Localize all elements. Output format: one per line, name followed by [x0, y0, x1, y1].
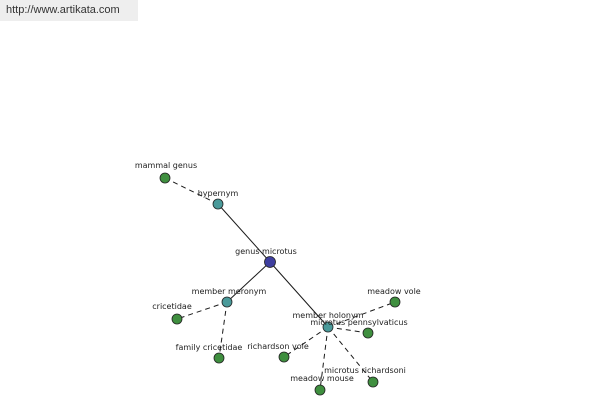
edge-genus-microtus-to-hypernym [217, 203, 271, 263]
node-label-microtus-richardsoni: microtus richardsoni [324, 366, 406, 375]
edge-member-holonym-to-meadow-mouse [319, 326, 329, 391]
node-richardson-vole[interactable]: richardson vole [247, 342, 309, 363]
node-microtus-richardsoni[interactable]: microtus richardsoni [324, 366, 406, 388]
node-dot-meadow-mouse[interactable] [314, 384, 326, 396]
node-dot-mammal-genus[interactable] [159, 172, 171, 184]
node-dot-microtus-richardsoni[interactable] [367, 376, 379, 388]
node-hypernym[interactable]: hypernym [198, 189, 239, 210]
node-meadow-mouse[interactable]: meadow mouse [290, 374, 354, 396]
node-label-hypernym: hypernym [198, 189, 239, 198]
node-meadow-vole[interactable]: meadow vole [367, 287, 421, 308]
node-label-mammal-genus: mammal genus [135, 161, 197, 170]
node-dot-member-holonym[interactable] [322, 321, 334, 333]
node-label-member-holonym: member holonym [292, 311, 363, 320]
node-label-meadow-mouse: meadow mouse [290, 374, 354, 383]
node-label-microtus-pennsylvaticus: microtus pennsylvaticus [310, 318, 407, 327]
node-label-meadow-vole: meadow vole [367, 287, 421, 296]
edge-member-meronym-to-family-cricetidae [218, 301, 228, 359]
node-dot-member-meronym[interactable] [221, 296, 233, 308]
node-dot-family-cricetidae[interactable] [213, 352, 225, 364]
node-dot-richardson-vole[interactable] [278, 351, 290, 363]
edge-member-holonym-to-microtus-pennsylvaticus [327, 326, 369, 334]
node-genus-microtus[interactable]: genus microtus [235, 247, 297, 268]
node-member-meronym[interactable]: member meronym [192, 287, 267, 308]
node-microtus-pennsylvaticus[interactable]: microtus pennsylvaticus [310, 318, 408, 339]
nodes-layer: genus microtus hypernym mammal genus member… [135, 161, 421, 396]
node-cricetidae[interactable]: cricetidae [152, 302, 192, 325]
node-label-member-meronym: member meronym [192, 287, 267, 296]
edge-genus-microtus-to-member-meronym [226, 261, 271, 303]
node-mammal-genus[interactable]: mammal genus [135, 161, 197, 184]
edge-member-holonym-to-microtus-richardsoni [327, 326, 374, 383]
edge-hypernym-to-mammal-genus [164, 177, 219, 205]
node-dot-microtus-pennsylvaticus[interactable] [362, 327, 374, 339]
node-dot-cricetidae[interactable] [171, 313, 183, 325]
node-dot-meadow-vole[interactable] [389, 296, 401, 308]
node-family-cricetidae[interactable]: family cricetidae [176, 343, 243, 364]
node-label-family-cricetidae: family cricetidae [176, 343, 243, 352]
node-dot-hypernym[interactable] [212, 198, 224, 210]
node-label-cricetidae: cricetidae [152, 302, 192, 311]
source-link[interactable]: http://www.artikata.com [0, 0, 138, 21]
edges-layer [164, 177, 396, 391]
node-member-holonym[interactable]: member holonym [292, 311, 364, 333]
node-dot-genus-microtus[interactable] [264, 256, 276, 268]
edge-member-holonym-to-meadow-vole [327, 301, 396, 328]
node-label-richardson-vole: richardson vole [247, 342, 309, 351]
edge-genus-microtus-to-member-holonym [269, 261, 329, 328]
node-label-genus-microtus: genus microtus [235, 247, 297, 256]
